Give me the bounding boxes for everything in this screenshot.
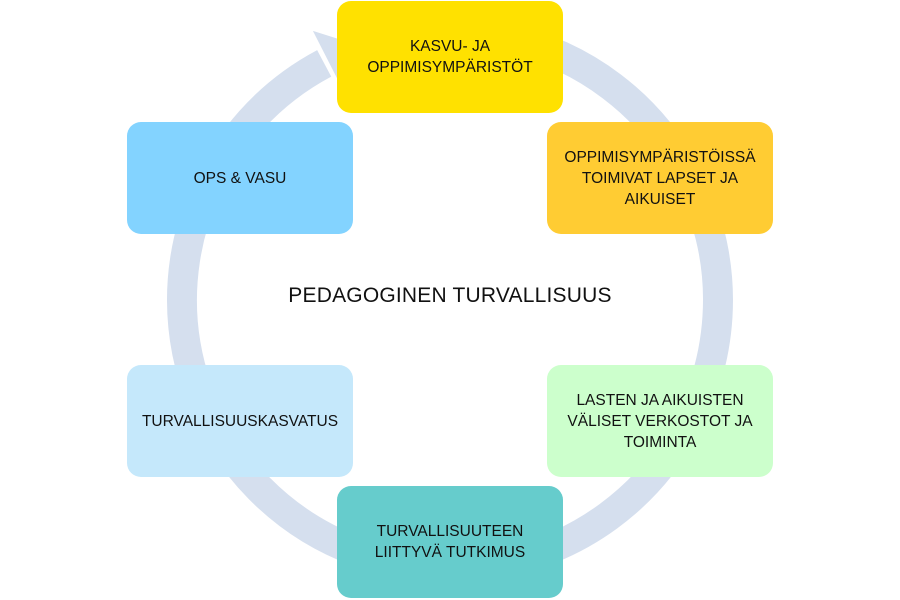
- node-ops-ja-vasu: OPS & VASU: [127, 122, 353, 234]
- center-title: PEDAGOGINEN TURVALLISUUS: [288, 284, 612, 307]
- node-turvallisuuskasvatus: TURVALLISUUSKASVATUS: [127, 365, 353, 477]
- node-lasten-ja-aikuisten-verkostot: LASTEN JA AIKUISTEN VÄLISET VERKOSTOT JA…: [547, 365, 773, 477]
- node-oppimisymparistoissa-toimivat: OPPIMISYMPÄRISTÖISSÄ TOIMIVAT LAPSET JA …: [547, 122, 773, 234]
- node-turvallisuuteen-liittyva-tutkimus: TURVALLISUUTEEN LIITTYVÄ TUTKIMUS: [337, 486, 563, 598]
- node-kasvu-ja-oppimisymparistot: KASVU- JA OPPIMISYMPÄRISTÖT: [337, 1, 563, 113]
